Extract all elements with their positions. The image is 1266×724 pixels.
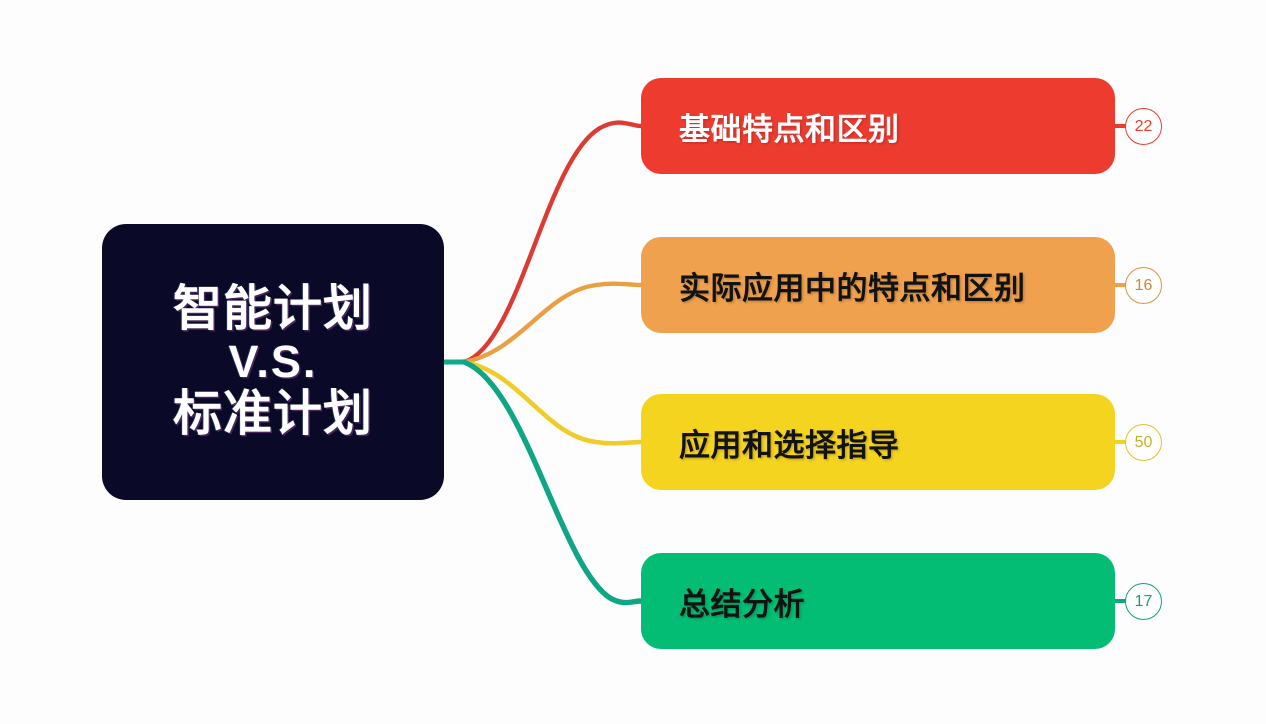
branch-badge-1[interactable]: 22 xyxy=(1125,108,1162,145)
branch-badge-3-count: 50 xyxy=(1134,433,1153,451)
branch-label-1: 基础特点和区别 xyxy=(679,111,900,147)
root-title-line-3: 标准计划 xyxy=(172,387,373,442)
branch-badge-2[interactable]: 16 xyxy=(1125,267,1162,304)
branch-node-1[interactable]: 基础特点和区别 xyxy=(641,78,1115,174)
branch-badge-1-count: 22 xyxy=(1134,117,1153,135)
branch-badge-2-count: 16 xyxy=(1134,276,1153,294)
branch-node-3[interactable]: 应用和选择指导 xyxy=(641,394,1115,490)
branch-badge-4[interactable]: 17 xyxy=(1125,583,1162,620)
root-title-line-2: V.S. xyxy=(228,335,318,387)
root-title-line-1: 智能计划 xyxy=(172,281,373,336)
branch-badge-4-count: 17 xyxy=(1134,592,1153,610)
root-node[interactable]: 智能计划 V.S. 标准计划 xyxy=(102,224,444,500)
branch-node-4[interactable]: 总结分析 xyxy=(641,553,1115,649)
branch-label-2: 实际应用中的特点和区别 xyxy=(679,270,1026,306)
branch-badge-3[interactable]: 50 xyxy=(1125,424,1162,461)
branch-label-4: 总结分析 xyxy=(679,586,805,622)
branch-node-2[interactable]: 实际应用中的特点和区别 xyxy=(641,237,1115,333)
branch-label-3: 应用和选择指导 xyxy=(679,427,900,463)
